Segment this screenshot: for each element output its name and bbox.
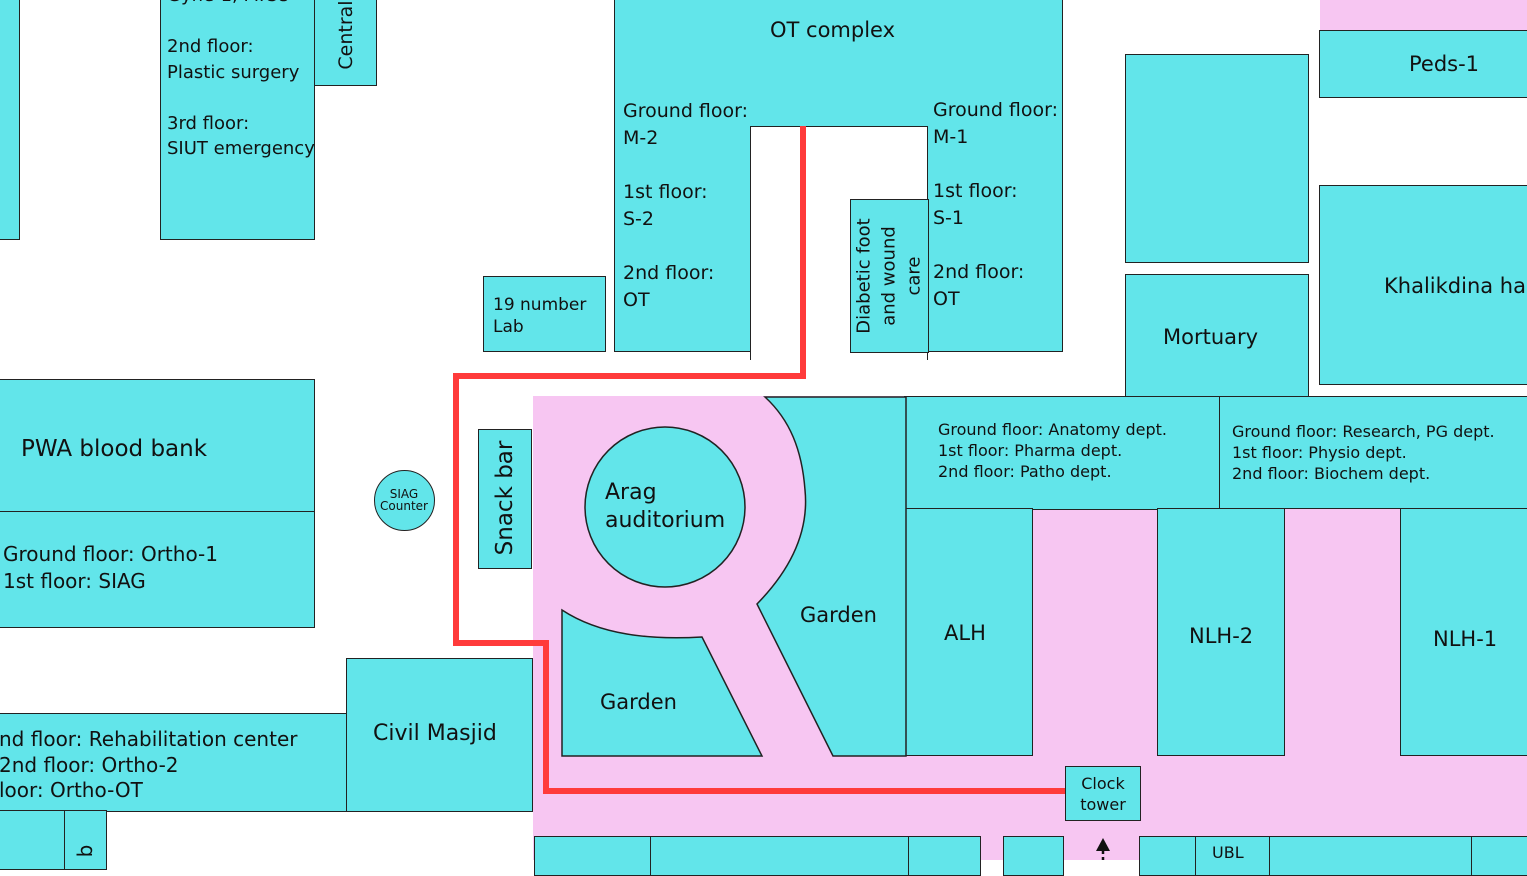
alh-label: ALH [944, 621, 986, 645]
civil-masjid-label: Civil Masjid [373, 721, 497, 746]
anatomy-floors: Ground floor: Anatomy dept. 1st floor: P… [938, 420, 1167, 481]
building-gyne-block[interactable]: Gyne-1, MICU 2nd floor: Plastic surgery … [160, 0, 315, 240]
building-unnamed-right[interactable] [1125, 54, 1309, 263]
siag-counter-label: SIAG Counter [380, 487, 428, 513]
building-khalikdina[interactable]: Khalikdina ha [1319, 185, 1527, 385]
route-path [453, 126, 1065, 794]
khalikdina-label: Khalikdina ha [1384, 274, 1526, 298]
pwa-label: PWA blood bank [21, 436, 208, 462]
clock-tower[interactable]: Clock tower [1065, 766, 1141, 821]
ot-right-floors: Ground floor: M-1 1st floor: S-1 2nd flo… [933, 99, 1059, 310]
building-research[interactable]: Ground floor: Research, PG dept. 1st flo… [1219, 396, 1527, 509]
garden-left-shape [561, 608, 764, 757]
arrow-up-icon [1096, 838, 1110, 851]
building-central[interactable]: Central [314, 0, 377, 86]
nlh-2-label: NLH-2 [1189, 624, 1254, 648]
rehab-floors: nd floor: Rehabilitation center 2nd floo… [0, 727, 298, 802]
ot-complex-label: OT complex [770, 18, 896, 42]
building-civil-masjid[interactable]: Civil Masjid [346, 658, 533, 812]
building-lab-19[interactable]: 19 number Lab [483, 276, 606, 352]
building-ortho-siag[interactable]: Ground floor: Ortho-1 1st floor: SIAG [0, 511, 315, 628]
building-pwa-blood-bank[interactable]: PWA blood bank [0, 379, 315, 513]
building-snack-bar[interactable]: Snack bar [478, 429, 532, 569]
peds-1-label: Peds-1 [1409, 52, 1480, 76]
arag-auditorium-shape [584, 426, 746, 588]
building-alh[interactable]: ALH [904, 508, 1033, 756]
nlh-1-label: NLH-1 [1433, 627, 1498, 651]
building-rehabilitation[interactable]: nd floor: Rehabilitation center 2nd floo… [0, 713, 348, 812]
campus-area-top [1320, 0, 1527, 30]
research-floors: Ground floor: Research, PG dept. 1st flo… [1232, 422, 1495, 483]
ubl-label: UBL [1212, 843, 1244, 862]
mortuary-label: Mortuary [1163, 325, 1259, 349]
building-diabetic-foot[interactable]: Diabetic foot and wound care [850, 199, 929, 353]
building-peds-1[interactable]: Peds-1 [1319, 30, 1527, 98]
garden-right-label: Garden [800, 603, 877, 627]
ot-left-floors: Ground floor: M-2 1st floor: S-2 2nd flo… [623, 100, 749, 311]
building-mortuary[interactable]: Mortuary [1125, 274, 1309, 398]
building-gyne-floors: Gyne-1, MICU 2nd floor: Plastic surgery … [167, 0, 315, 159]
building-left-edge[interactable] [0, 0, 20, 240]
ortho-siag-floors: Ground floor: Ortho-1 1st floor: SIAG [3, 542, 218, 593]
building-anatomy[interactable]: Ground floor: Anatomy dept. 1st floor: P… [904, 396, 1222, 510]
building-nlh-1[interactable]: NLH-1 [1400, 508, 1527, 756]
garden-right-shape [756, 396, 907, 757]
garden-left-label: Garden [600, 690, 677, 714]
building-nlh-2[interactable]: NLH-2 [1157, 508, 1285, 756]
clock-tower-label: Clock tower [1080, 774, 1126, 814]
lab-19-label: 19 number Lab [493, 295, 587, 337]
arag-auditorium-label: Arag auditorium [605, 480, 726, 533]
siag-counter[interactable]: SIAG Counter [374, 470, 435, 531]
